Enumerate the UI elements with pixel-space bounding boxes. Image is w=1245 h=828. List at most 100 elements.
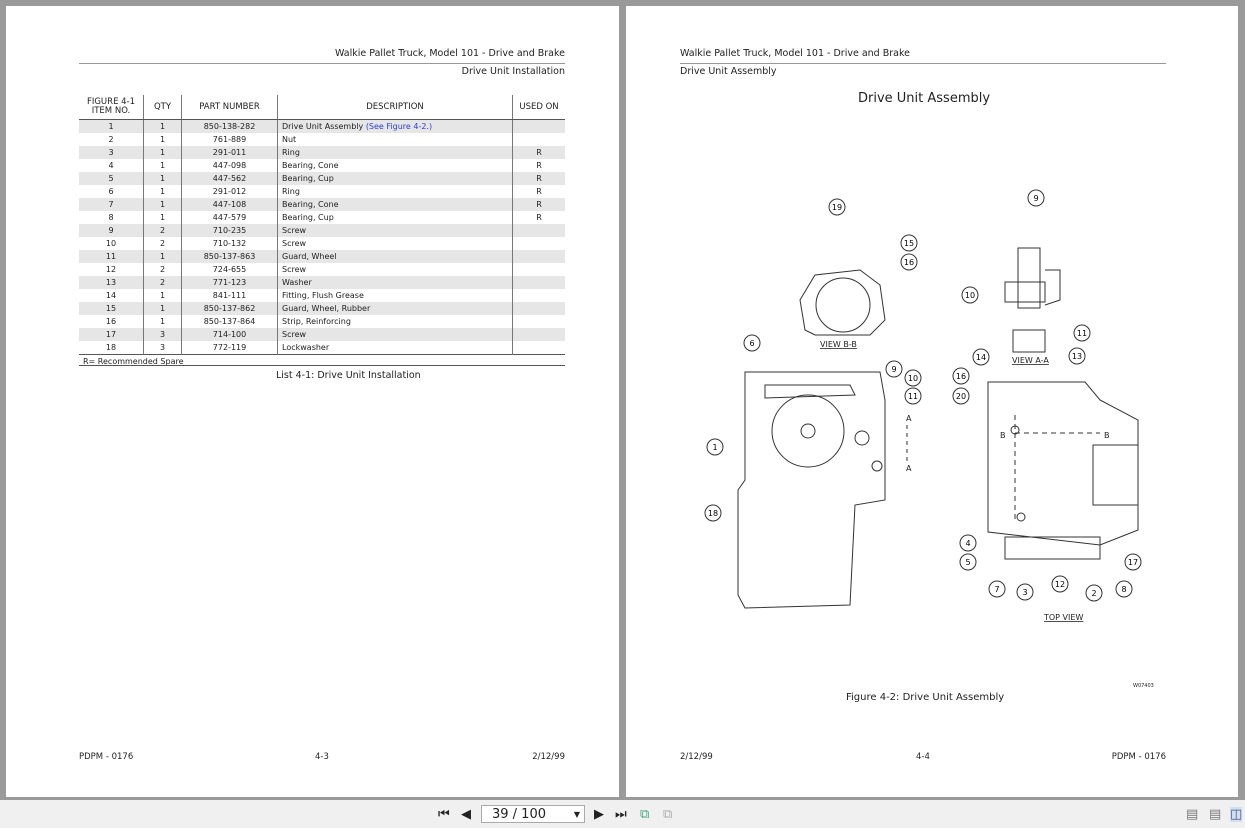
footer-doc-id: PDPM - 0176 xyxy=(1111,752,1166,762)
used-on-cell: R xyxy=(512,146,565,159)
next-page-icon[interactable]: ▶ xyxy=(594,807,604,822)
part-number-text: 724-655 xyxy=(212,264,247,274)
description-cell: Ring xyxy=(277,185,513,198)
description-text: Drive Unit Assembly xyxy=(282,121,364,131)
single-page-view-icon[interactable]: ▤ xyxy=(1186,807,1199,822)
qty-text: 2 xyxy=(159,264,166,274)
callout-number: 10 xyxy=(965,291,975,300)
part-number-cell: 291-012 xyxy=(181,185,278,198)
callout-circle xyxy=(1115,580,1133,598)
item-no-cell: 17 xyxy=(79,328,144,341)
page-number-value: 39 / 100 xyxy=(492,807,546,822)
item-no-cell: 13 xyxy=(79,276,144,289)
used-on-text: R xyxy=(536,160,542,170)
description-text: Bearing, Cup xyxy=(282,212,334,222)
part-number-text: 850-137-862 xyxy=(203,303,256,313)
item-no-cell: 15 xyxy=(79,302,144,315)
view-bb-label: VIEW B-B xyxy=(820,340,857,349)
callout-circle xyxy=(900,253,918,271)
viewer-toolbar: ⏮ ◀ 39 / 100 ▼ ▶ ⏭ ⧉ ⧉ ▤ ▤ ◫ xyxy=(0,800,1245,828)
continuous-view-icon[interactable]: ▤ xyxy=(1209,807,1222,822)
qty-text: 1 xyxy=(159,147,166,157)
description-text: Ring xyxy=(282,186,300,196)
item-no-text: 7 xyxy=(108,199,114,209)
callout-number: 10 xyxy=(908,374,918,383)
description-cell: Lockwasher xyxy=(277,341,513,355)
col-used: USED ON xyxy=(512,95,565,120)
description-text: Strip, Reinforcing xyxy=(282,316,351,326)
part-number-cell: 710-132 xyxy=(181,237,278,250)
qty-cell: 1 xyxy=(143,211,182,224)
used-on-cell xyxy=(512,119,565,133)
used-on-cell xyxy=(512,133,565,146)
item-no-text: 13 xyxy=(105,277,117,287)
used-on-cell xyxy=(512,276,565,289)
qty-text: 2 xyxy=(159,277,166,287)
description-text: Guard, Wheel xyxy=(282,251,337,261)
item-no-cell: 8 xyxy=(79,211,144,224)
item-no-text: 16 xyxy=(105,316,117,326)
callout-circle xyxy=(900,234,918,252)
section-mark-a: A xyxy=(906,414,912,423)
part-number-cell: 714-100 xyxy=(181,328,278,341)
part-number-cell: 850-137-864 xyxy=(181,315,278,328)
callout-circle xyxy=(743,334,761,352)
description-cell: Bearing, Cone xyxy=(277,159,513,172)
qty-text: 1 xyxy=(159,173,166,183)
copy-page-icon[interactable]: ⧉ xyxy=(640,807,650,822)
description-text: Ring xyxy=(282,147,300,157)
item-no-cell: 4 xyxy=(79,159,144,172)
callout-number: 5 xyxy=(965,558,970,567)
paste-page-icon[interactable]: ⧉ xyxy=(663,807,673,822)
qty-cell: 1 xyxy=(143,289,182,302)
last-page-icon[interactable]: ⏭ xyxy=(615,807,627,822)
col-part: PART NUMBER xyxy=(181,95,278,120)
part-number-cell: 761-889 xyxy=(181,133,278,146)
used-on-text: R xyxy=(536,199,542,209)
footer-page-number: 4-3 xyxy=(315,752,329,762)
item-no-text: 9 xyxy=(108,225,114,235)
part-number-cell: 291-011 xyxy=(181,146,278,159)
used-on-cell xyxy=(512,341,565,355)
top-view-housing xyxy=(987,381,1139,546)
part-number-text: 447-562 xyxy=(212,173,247,183)
chevron-down-icon[interactable]: ▼ xyxy=(573,810,580,819)
part-number-cell: 710-235 xyxy=(181,224,278,237)
part-number-cell: 850-137-862 xyxy=(181,302,278,315)
callout-circle xyxy=(959,534,977,552)
description-cell: Washer xyxy=(277,276,513,289)
qty-text: 3 xyxy=(159,342,166,352)
figure-link[interactable]: (See Figure 4-2.) xyxy=(365,121,433,131)
callout-number: 3 xyxy=(1022,588,1027,597)
drawing-id: W07403 xyxy=(1133,683,1154,689)
first-page-icon[interactable]: ⏮ xyxy=(438,807,450,822)
used-on-cell xyxy=(512,224,565,237)
callout-circle xyxy=(961,286,979,304)
part-number-text: 841-111 xyxy=(212,290,247,300)
previous-page-icon[interactable]: ◀ xyxy=(461,807,471,822)
two-page-view-icon[interactable]: ◫ xyxy=(1230,807,1243,822)
figure-title: Drive Unit Assembly xyxy=(858,91,991,106)
section-mark-b: B xyxy=(1104,431,1110,440)
item-no-text: 11 xyxy=(105,251,117,261)
callout-number: 2 xyxy=(1091,589,1096,598)
used-on-cell xyxy=(512,250,565,263)
qty-text: 2 xyxy=(159,225,166,235)
callout-number: 11 xyxy=(1077,329,1087,338)
qty-text: 1 xyxy=(159,212,166,222)
used-on-text: R xyxy=(536,212,542,222)
part-number-cell: 850-137-863 xyxy=(181,250,278,263)
used-on-text: R xyxy=(536,186,542,196)
callout-number: 18 xyxy=(708,509,718,518)
page-number-input[interactable]: 39 / 100 ▼ xyxy=(481,805,585,823)
qty-cell: 3 xyxy=(143,341,182,355)
callout-circle xyxy=(885,360,903,378)
